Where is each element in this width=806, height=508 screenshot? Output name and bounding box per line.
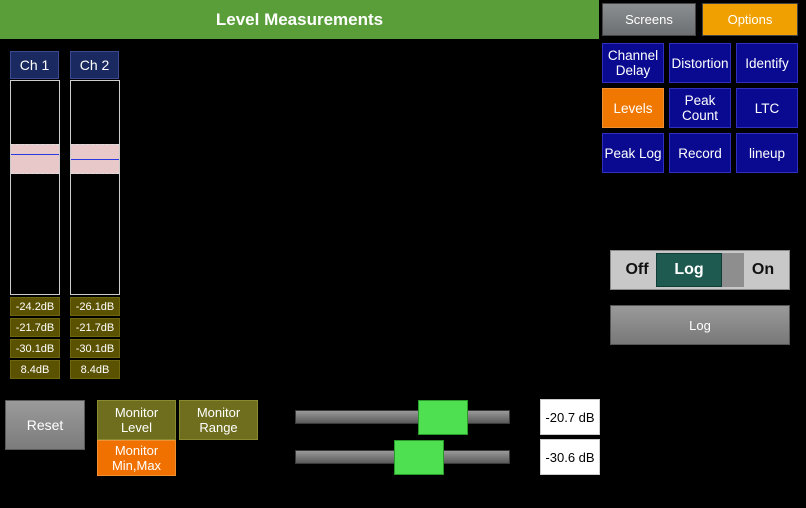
levels-button[interactable]: Levels xyxy=(602,88,664,128)
range-readout: -30.6 dB xyxy=(540,439,600,475)
reset-button[interactable]: Reset xyxy=(5,400,85,450)
channel-2-value: -26.1dB xyxy=(70,297,120,316)
screens-button[interactable]: Screens xyxy=(602,3,696,36)
meter-level-line xyxy=(11,154,59,155)
toggle-knob[interactable]: Log xyxy=(656,253,722,287)
toggle-on-label: On xyxy=(751,261,775,278)
channel-1-header: Ch 1 xyxy=(10,51,59,79)
channel-2-header: Ch 2 xyxy=(70,51,119,79)
page-title: Level Measurements xyxy=(0,0,599,39)
lineup-button[interactable]: lineup xyxy=(736,133,798,173)
monitor-minmax-button[interactable]: Monitor Min,Max xyxy=(97,440,176,476)
meter-level-line xyxy=(71,159,119,160)
ltc-button[interactable]: LTC xyxy=(736,88,798,128)
meter-max-marker xyxy=(11,144,59,145)
options-button[interactable]: Options xyxy=(702,3,798,36)
channel-1-value: -30.1dB xyxy=(10,339,60,358)
meter-max-marker xyxy=(71,144,119,145)
meter-min-marker xyxy=(11,173,59,174)
channel-2-meter xyxy=(70,80,120,295)
distortion-button[interactable]: Distortion xyxy=(669,43,731,83)
range-slider-thumb[interactable] xyxy=(394,440,444,475)
monitor-range-button[interactable]: Monitor Range xyxy=(179,400,258,440)
monitor-level-button[interactable]: Monitor Level xyxy=(97,400,176,440)
channel-2-value: -30.1dB xyxy=(70,339,120,358)
channel-delay-button[interactable]: Channel Delay xyxy=(602,43,664,83)
toggle-knob-shadow xyxy=(722,253,744,287)
peak-log-button[interactable]: Peak Log xyxy=(602,133,664,173)
level-slider-track[interactable] xyxy=(295,410,510,424)
log-toggle-switch[interactable]: Off Log On xyxy=(610,250,790,290)
channel-1-value: -21.7dB xyxy=(10,318,60,337)
meter-range-band xyxy=(11,144,59,174)
channel-1-value: 8.4dB xyxy=(10,360,60,379)
log-button[interactable]: Log xyxy=(610,305,790,345)
channel-1-meter xyxy=(10,80,60,295)
identify-button[interactable]: Identify xyxy=(736,43,798,83)
channel-2-value: 8.4dB xyxy=(70,360,120,379)
channel-1-value: -24.2dB xyxy=(10,297,60,316)
toggle-off-label: Off xyxy=(625,261,649,278)
level-slider-thumb[interactable] xyxy=(417,400,468,435)
level-readout: -20.7 dB xyxy=(540,399,600,435)
peak-count-button[interactable]: Peak Count xyxy=(669,88,731,128)
channel-2-value: -21.7dB xyxy=(70,318,120,337)
record-button[interactable]: Record xyxy=(669,133,731,173)
meter-min-marker xyxy=(71,173,119,174)
